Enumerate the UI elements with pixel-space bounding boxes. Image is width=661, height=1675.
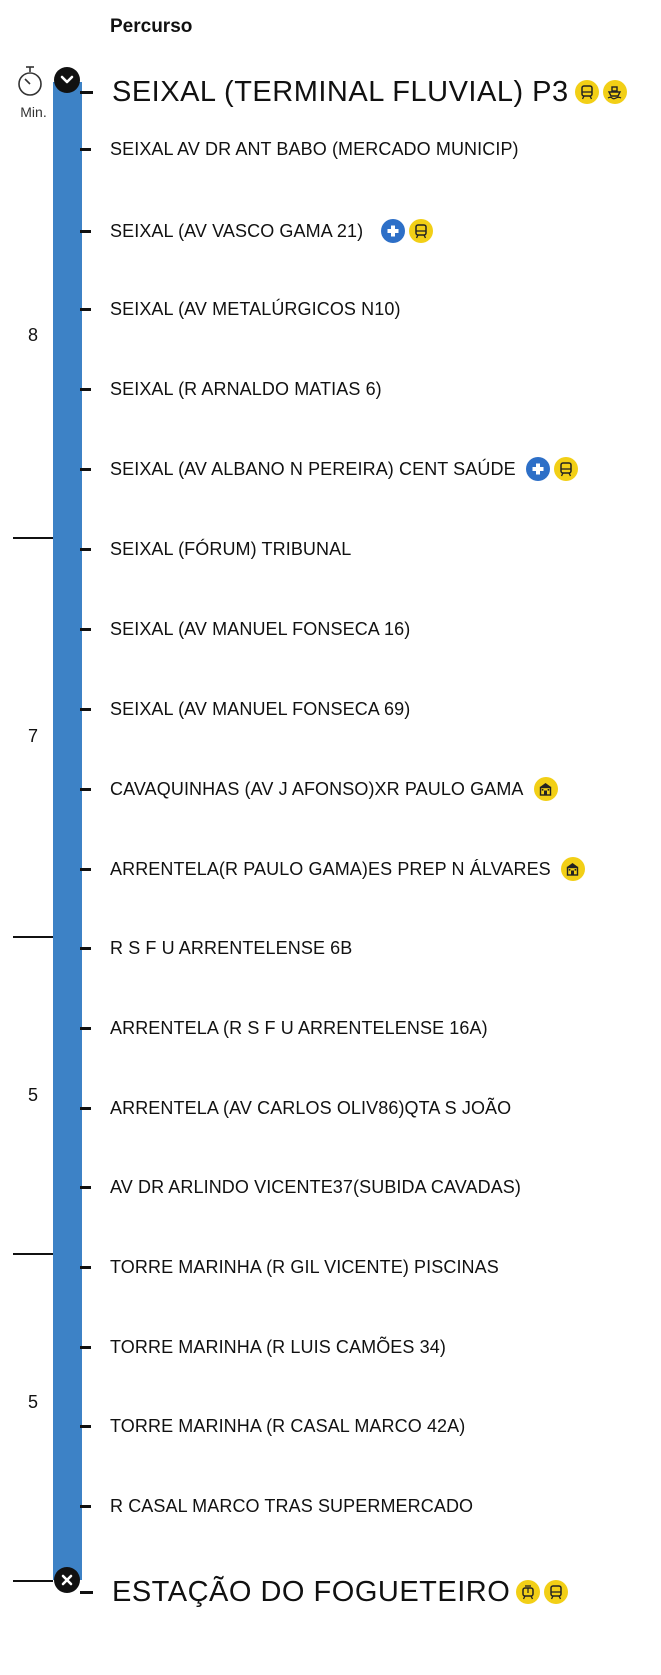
stop-tick [80,1345,91,1349]
segment-minutes: 7 [27,726,38,746]
stop-name: R S F U ARRENTELENSE 6B [110,937,353,958]
chevron-down-icon [60,75,74,84]
stop-item[interactable]: TORRE MARINHA (R LUIS CAMÕES 34) [80,1335,446,1359]
stop-name: SEIXAL AV DR ANT BABO (MERCADO MUNICIP) [110,138,519,159]
stop-tick [80,627,91,631]
stop-item[interactable]: ESTAÇÃO DO FOGUETEIRO [80,1574,569,1610]
minutes-label: Min. [20,104,47,120]
stop-item[interactable]: ARRENTELA (AV CARLOS OLIV86)QTA S JOÃO [80,1096,511,1120]
stop-name: CAVAQUINHAS (AV J AFONSO)XR PAULO GAMA [110,778,524,799]
stop-tick [80,467,91,471]
stop-item[interactable]: SEIXAL (AV MANUEL FONSECA 69) [80,697,410,721]
stop-tick [80,1026,91,1030]
stop-item[interactable]: TORRE MARINHA (R CASAL MARCO 42A) [80,1414,465,1438]
stop-item[interactable]: SEIXAL AV DR ANT BABO (MERCADO MUNICIP) [80,137,519,161]
segment-minutes: 5 [27,1392,38,1412]
train-icon[interactable] [544,1580,569,1604]
health-icon[interactable] [381,219,406,243]
stop-tick [80,229,91,233]
stop-tick [80,1106,91,1110]
stop-service-icons [530,777,558,801]
close-icon [61,1574,73,1586]
timer: Min. [11,66,47,120]
stop-name: ARRENTELA (AV CARLOS OLIV86)QTA S JOÃO [110,1097,512,1118]
ferry-icon[interactable] [602,80,627,104]
stop-service-icons [557,857,585,881]
stop-name: SEIXAL (AV METALÚRGICOS N10) [110,298,401,319]
school-icon[interactable] [533,777,558,801]
stop-name: SEIXAL (AV MANUEL FONSECA 69) [110,698,411,719]
stop-item[interactable]: SEIXAL (FÓRUM) TRIBUNAL [80,537,351,561]
stop-name: SEIXAL (R ARNALDO MATIAS 6) [110,378,382,399]
segment-divider [13,936,53,938]
stop-tick [80,307,91,311]
stop-name: SEIXAL (FÓRUM) TRIBUNAL [110,538,352,559]
stop-tick [80,147,91,151]
train-icon[interactable] [409,219,434,243]
stop-name: ARRENTELA(R PAULO GAMA)ES PREP N ÁLVARES [110,858,551,879]
segment-minutes: 8 [27,325,38,345]
stop-item[interactable]: SEIXAL (R ARNALDO MATIAS 6) [80,377,382,401]
page-title: Percurso [110,16,193,37]
stop-item[interactable]: SEIXAL (TERMINAL FLUVIAL) P3 [80,74,627,110]
stop-name: TORRE MARINHA (R GIL VICENTE) PISCINAS [110,1256,499,1277]
close-button[interactable] [54,1567,80,1593]
stop-tick [80,1590,93,1594]
stop-item[interactable]: ARRENTELA (R S F U ARRENTELENSE 16A) [80,1016,488,1040]
route-bar [53,82,82,1580]
stop-name: SEIXAL (AV MANUEL FONSECA 16) [110,618,411,639]
stop-name: ARRENTELA (R S F U ARRENTELENSE 16A) [110,1017,488,1038]
stop-tick [80,1424,91,1428]
stop-name: AV DR ARLINDO VICENTE37(SUBIDA CAVADAS) [110,1176,522,1197]
stop-item[interactable]: SEIXAL (AV METALÚRGICOS N10) [80,297,401,321]
train-icon[interactable] [574,80,599,104]
stop-tick [80,707,91,711]
stop-tick [80,787,91,791]
stop-item[interactable]: SEIXAL (AV MANUEL FONSECA 16) [80,617,410,641]
segment-divider [13,1253,53,1255]
school-icon[interactable] [560,857,585,881]
stop-name: SEIXAL (TERMINAL FLUVIAL) P3 [112,75,569,108]
stop-tick [80,1185,91,1189]
stop-tick [80,1504,91,1508]
stop-item[interactable]: ARRENTELA(R PAULO GAMA)ES PREP N ÁLVARES [80,857,585,881]
stop-service-icons [377,219,434,243]
stop-name: TORRE MARINHA (R LUIS CAMÕES 34) [110,1336,446,1357]
stop-item[interactable]: SEIXAL (AV ALBANO N PEREIRA) CENT SAÚDE [80,457,578,481]
segment-minutes: 5 [27,1085,38,1105]
stop-service-icons [512,1580,569,1604]
stop-tick [80,946,91,950]
stop-name: SEIXAL (AV VASCO GAMA 21) [110,220,364,241]
stop-item[interactable]: AV DR ARLINDO VICENTE37(SUBIDA CAVADAS) [80,1175,521,1199]
stop-tick [80,90,93,94]
stop-service-icons [571,80,627,104]
health-icon[interactable] [525,457,550,481]
stop-item[interactable]: R CASAL MARCO TRAS SUPERMERCADO [80,1494,473,1518]
train-icon[interactable] [553,457,578,481]
collapse-button[interactable] [54,67,80,93]
stop-tick [80,387,91,391]
stop-item[interactable]: CAVAQUINHAS (AV J AFONSO)XR PAULO GAMA [80,777,558,801]
stop-name: ESTAÇÃO DO FOGUETEIRO [112,1575,511,1608]
stop-name: R CASAL MARCO TRAS SUPERMERCADO [110,1495,474,1516]
tram-icon[interactable] [516,1580,541,1604]
stop-name: TORRE MARINHA (R CASAL MARCO 42A) [110,1415,466,1436]
stop-tick [80,1265,91,1269]
stop-tick [80,547,91,551]
stop-item[interactable]: TORRE MARINHA (R GIL VICENTE) PISCINAS [80,1255,499,1279]
stop-item[interactable]: SEIXAL (AV VASCO GAMA 21) [80,219,434,243]
stop-item[interactable]: R S F U ARRENTELENSE 6B [80,936,352,960]
segment-divider [13,537,53,539]
stop-tick [80,867,91,871]
stop-service-icons [522,457,578,481]
segment-divider [13,1580,53,1582]
stop-name: SEIXAL (AV ALBANO N PEREIRA) CENT SAÚDE [110,458,516,479]
stopwatch-icon [18,66,42,96]
